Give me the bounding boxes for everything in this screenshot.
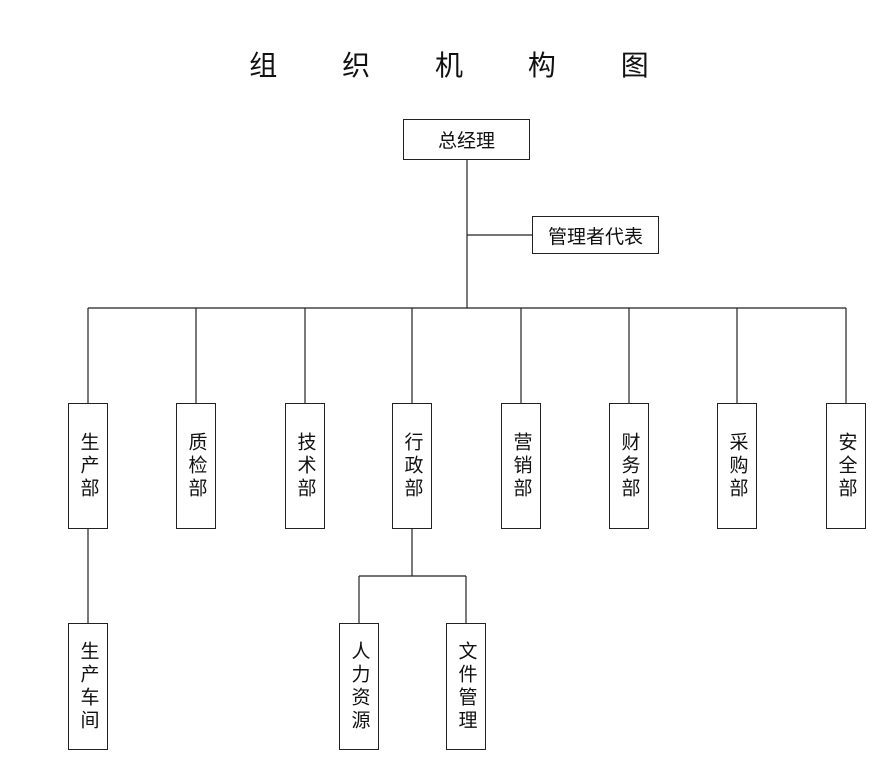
- node-ceo: 总经理: [403, 119, 530, 160]
- node-hr: 人力资源: [339, 623, 379, 750]
- node-dept-production-label: 生产部: [77, 431, 100, 501]
- node-docs: 文件管理: [446, 623, 486, 750]
- node-dept-admin: 行政部: [392, 403, 432, 529]
- node-hr-label: 人力资源: [348, 640, 371, 733]
- node-docs-label: 文件管理: [455, 640, 478, 733]
- node-dept-safety: 安全部: [826, 403, 866, 529]
- node-dept-tech-label: 技术部: [294, 431, 317, 501]
- node-dept-sales: 营销部: [501, 403, 541, 529]
- node-ceo-label: 总经理: [437, 130, 495, 152]
- chart-title: 组 织 机 构 图: [249, 49, 677, 82]
- node-dept-purchasing: 采购部: [717, 403, 757, 529]
- node-dept-tech: 技术部: [285, 403, 325, 529]
- node-management-rep: 管理者代表: [532, 216, 659, 254]
- node-dept-finance-label: 财务部: [618, 431, 641, 501]
- node-dept-quality: 质检部: [176, 403, 216, 529]
- node-dept-purchasing-label: 采购部: [726, 431, 749, 501]
- node-dept-quality-label: 质检部: [185, 431, 208, 501]
- node-dept-finance: 财务部: [609, 403, 649, 529]
- node-dept-safety-label: 安全部: [835, 431, 858, 501]
- node-management-rep-label: 管理者代表: [547, 225, 643, 248]
- node-dept-sales-label: 营销部: [510, 431, 533, 501]
- node-workshop-label: 生产车间: [77, 640, 100, 733]
- node-workshop: 生产车间: [68, 623, 108, 750]
- node-dept-admin-label: 行政部: [401, 431, 424, 501]
- node-dept-production: 生产部: [68, 403, 108, 529]
